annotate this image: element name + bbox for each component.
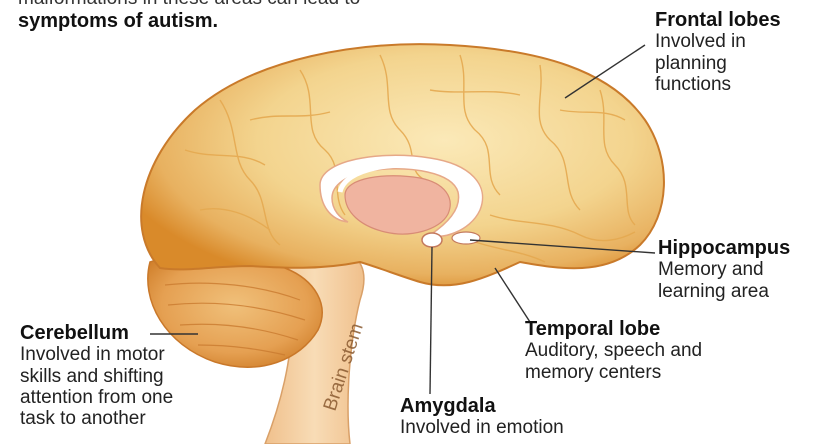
temporal-desc-line: Auditory, speech and [525,340,702,361]
cerebellum-title: Cerebellum [20,322,173,344]
amygdala-title: Amygdala [400,395,564,417]
cerebellum-desc-line: task to another [20,408,173,429]
temporal-lobe-title: Temporal lobe [525,318,702,340]
cerebellum-callout: Cerebellum Involved in motor skills and … [20,322,173,429]
frontal-desc-line: Involved in [655,31,781,52]
amygdala-marker [422,233,442,247]
amygdala-desc-line: Involved in emotion [400,417,564,438]
frontal-lobes-desc: Involved in planning functions [655,31,781,95]
intro-line-1: malformations in these areas can lead to [18,0,360,9]
hippocampus-desc-line: Memory and [658,259,790,280]
hippocampus-desc: Memory and learning area [658,259,790,302]
cerebellum-desc-line: Involved in motor [20,344,173,365]
amygdala-callout: Amygdala Involved in emotion [400,395,564,439]
cerebellum-desc: Involved in motor skills and shifting at… [20,344,173,429]
hippocampus-callout: Hippocampus Memory and learning area [658,237,790,302]
hippocampus-title: Hippocampus [658,237,790,259]
cerebellum-desc-line: attention from one [20,387,173,408]
temporal-leader [495,268,530,322]
cerebellum-desc-line: skills and shifting [20,366,173,387]
temporal-lobe-desc: Auditory, speech and memory centers [525,340,702,383]
hippocampus-marker [452,232,480,244]
frontal-lobes-callout: Frontal lobes Involved in planning funct… [655,9,781,95]
hippocampus-desc-line: learning area [658,281,790,302]
temporal-lobe-callout: Temporal lobe Auditory, speech and memor… [525,318,702,383]
temporal-desc-line: memory centers [525,362,702,383]
intro-line-2: symptoms of autism. [18,10,218,32]
amygdala-desc: Involved in emotion [400,417,564,438]
frontal-desc-line: planning [655,53,781,74]
frontal-desc-line: functions [655,74,781,95]
frontal-lobes-title: Frontal lobes [655,9,781,31]
